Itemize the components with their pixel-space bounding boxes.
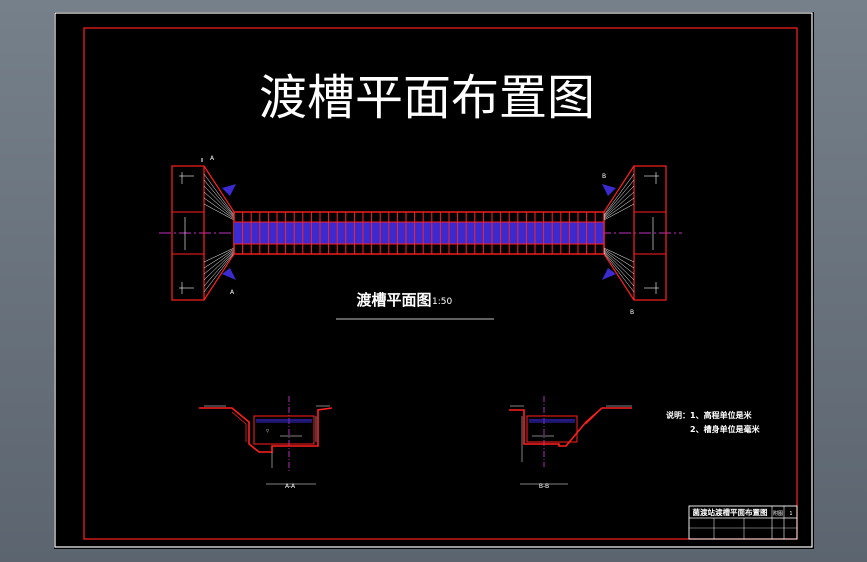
right-abutment: B B	[602, 165, 667, 316]
notes-line-1: 说明：1、高程单位是米	[666, 410, 753, 420]
title-block-name: 菌渡站渡槽平面布置图	[693, 507, 768, 517]
plan-title: 渡槽平面图	[356, 291, 431, 309]
section-b-label: B-B	[539, 483, 549, 490]
drawing-canvas: 渡槽平面布置图	[54, 12, 813, 548]
drawing-sheet[interactable]: 渡槽平面布置图	[54, 12, 814, 549]
cut-mark-b-top: B	[602, 173, 606, 180]
section-a-label: A-A	[285, 483, 296, 490]
section-a-a: ▽ A-A	[199, 396, 333, 490]
section-b-b: B-B	[509, 396, 632, 490]
svg-text:▽: ▽	[266, 428, 270, 433]
cut-mark-a-bottom: A	[230, 289, 235, 296]
outer-frame	[54, 12, 813, 548]
title-block-code: 附图	[773, 510, 783, 517]
title-block-no: 1	[789, 511, 792, 517]
drawing-title: 渡槽平面布置图	[259, 70, 595, 126]
title-block: 菌渡站渡槽平面布置图 附图 1	[688, 505, 798, 540]
notes-line-2: 2、槽身单位是毫米	[690, 424, 761, 434]
left-abutment: A A	[171, 155, 236, 301]
trough-body	[233, 211, 605, 255]
cut-mark-b-bottom: B	[630, 309, 634, 316]
plan-scale: 1:50	[432, 297, 452, 307]
inner-border	[83, 27, 798, 540]
cut-mark-a-top: A	[210, 155, 215, 162]
plan-view: A A	[159, 155, 682, 320]
